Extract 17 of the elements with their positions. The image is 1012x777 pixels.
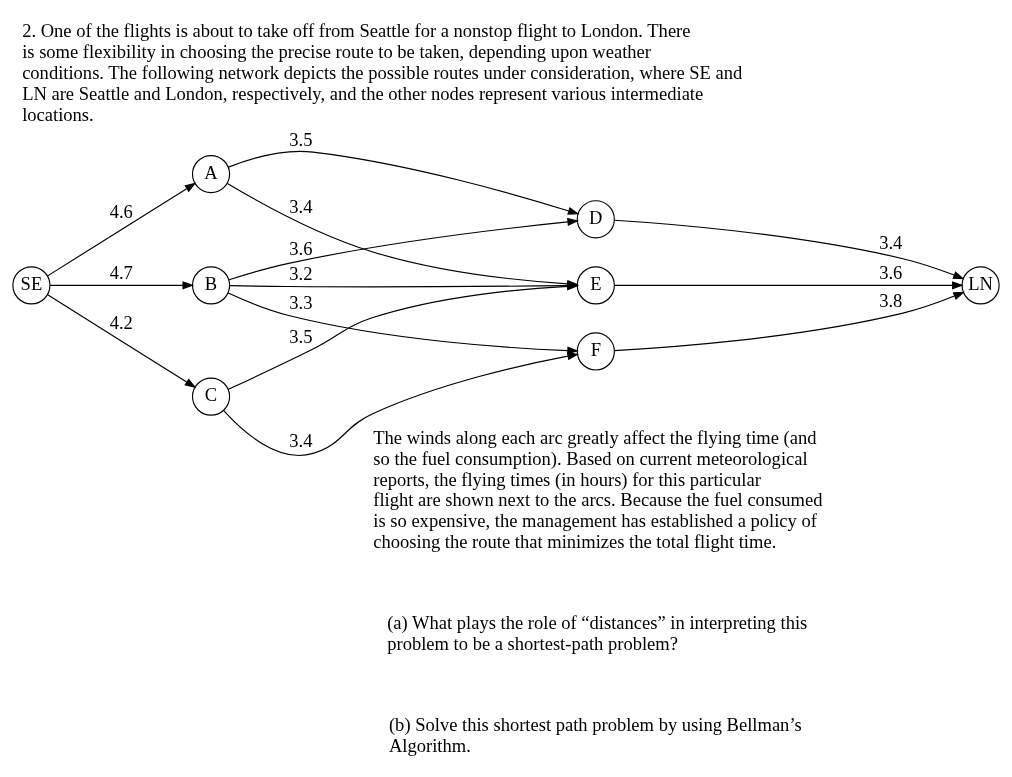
edge-label: 3.2 (289, 263, 313, 285)
label: (a) What plays the role of “distances” in interpreting this problem to be a shortest-path problem? (387, 612, 808, 655)
edge-label: 3.8 (879, 290, 903, 312)
edge-label: 3.5 (289, 129, 313, 151)
edge-label: 4.6 (109, 200, 133, 222)
label: The winds along each arc greatly affect the flying time (and so the fuel consumption). Based on current meteorological reports, the flying times (in hours) for this particular flight are shown next to the arcs. Because the fuel consumed is so expensive, the management has established a policy of choosing the route that minimizes the total flight time. (373, 426, 823, 553)
diagram-title: 2. One of the flights is about to take off from Seattle for a nonstop flight to London. There is some flexibility in choosing the precise route to be taken, depending upon weather conditions. The following network depicts the possible routes under consideration, where SE and LN are Seattle and London, respectively, and the other nodes represent various intermediate locations. (22, 20, 743, 125)
edge-label: 4.7 (109, 262, 133, 284)
label: (b) Solve this shortest path problem by using Bellman’s Algorithm. (388, 714, 802, 757)
edge-label: 3.4 (879, 232, 903, 254)
edge-label: 3.3 (289, 292, 313, 314)
edge-label: 3.4 (289, 196, 313, 218)
edge-label: 3.6 (289, 237, 313, 259)
edge-label: 3.6 (879, 262, 903, 284)
edge-label: 3.5 (289, 326, 313, 348)
edge-label: 4.2 (109, 312, 133, 334)
edge-label: 3.4 (289, 430, 313, 452)
